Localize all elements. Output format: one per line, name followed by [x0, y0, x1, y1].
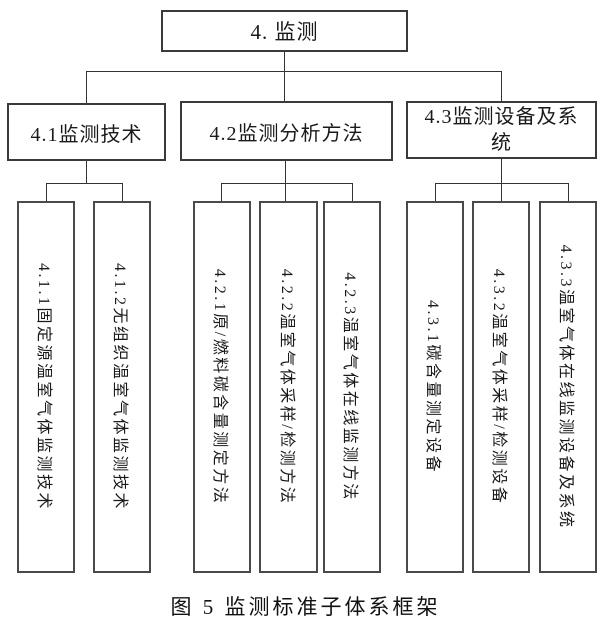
- branch-4-1-label: 4.1监测技术: [30, 123, 143, 146]
- leaf-4-3-3-label: 4.3.3温室气体在线监测设备及系统: [557, 244, 574, 530]
- connector-drop-4-1-1: [46, 183, 47, 201]
- leaf-node-4-3-3: 4.3.3温室气体在线监测设备及系统: [539, 201, 597, 573]
- connector-drop-4-1: [86, 71, 87, 103]
- connector-4-3-vertical: [501, 159, 502, 201]
- leaf-4-2-1-label: 4.2.1原/燃料碳含量测定方法: [211, 268, 228, 506]
- leaf-node-4-3-2: 4.3.2温室气体采样/检测设备: [472, 201, 530, 573]
- connector-4-1-horizontal: [46, 183, 123, 184]
- branch-node-4-1-monitoring-technology: 4.1监测技术: [7, 103, 166, 161]
- leaf-4-1-1-label: 4.1.1固定源温室气体监测技术: [35, 262, 52, 512]
- leaf-node-4-1-1: 4.1.1固定源温室气体监测技术: [17, 201, 75, 573]
- connector-drop-4-2-1: [221, 183, 222, 201]
- connector-drop-4-3: [501, 71, 502, 101]
- connector-level1-horizontal: [86, 71, 502, 72]
- leaf-node-4-2-2: 4.2.2温室气体采样/检测方法: [259, 201, 318, 573]
- connector-root-vertical: [284, 52, 285, 71]
- connector-4-2-vertical: [285, 161, 286, 201]
- connector-4-1-vertical: [86, 161, 87, 183]
- leaf-4-3-2-label: 4.3.2温室气体采样/检测设备: [490, 268, 507, 506]
- connector-drop-4-2: [284, 71, 285, 101]
- leaf-node-4-3-1: 4.3.1碳含量测定设备: [406, 201, 464, 573]
- connector-drop-4-1-2: [122, 183, 123, 201]
- connector-drop-4-2-3: [352, 183, 353, 201]
- connector-drop-4-3-1: [435, 183, 436, 201]
- branch-4-2-label: 4.2监测分析方法: [209, 122, 364, 145]
- root-node-monitoring: 4. 监测: [161, 10, 408, 52]
- leaf-4-1-2-label: 4.1.2无组织温室气体监测技术: [111, 262, 128, 512]
- connector-4-3-horizontal: [435, 183, 569, 184]
- leaf-node-4-2-1: 4.2.1原/燃料碳含量测定方法: [193, 201, 251, 573]
- leaf-4-3-1-label: 4.3.1碳含量测定设备: [424, 299, 441, 475]
- leaf-4-2-2-label: 4.2.2温室气体采样/检测方法: [277, 268, 295, 506]
- connector-drop-4-3-3: [568, 183, 569, 201]
- leaf-node-4-1-2: 4.1.2无组织温室气体监测技术: [93, 201, 151, 573]
- leaf-4-2-3-label: 4.2.3温室气体在线监测方法: [341, 272, 358, 502]
- branch-node-4-3-equipment-systems: 4.3监测设备及系统: [406, 101, 597, 159]
- connector-4-2-horizontal: [221, 183, 353, 184]
- leaf-node-4-2-3: 4.2.3温室气体在线监测方法: [323, 201, 381, 573]
- branch-node-4-2-analysis-methods: 4.2监测分析方法: [180, 101, 393, 161]
- branch-4-3-label: 4.3监测设备及系统: [424, 106, 579, 154]
- figure-caption: 图 5 监测标准子体系框架: [170, 595, 441, 619]
- root-node-label: 4. 监测: [250, 20, 319, 44]
